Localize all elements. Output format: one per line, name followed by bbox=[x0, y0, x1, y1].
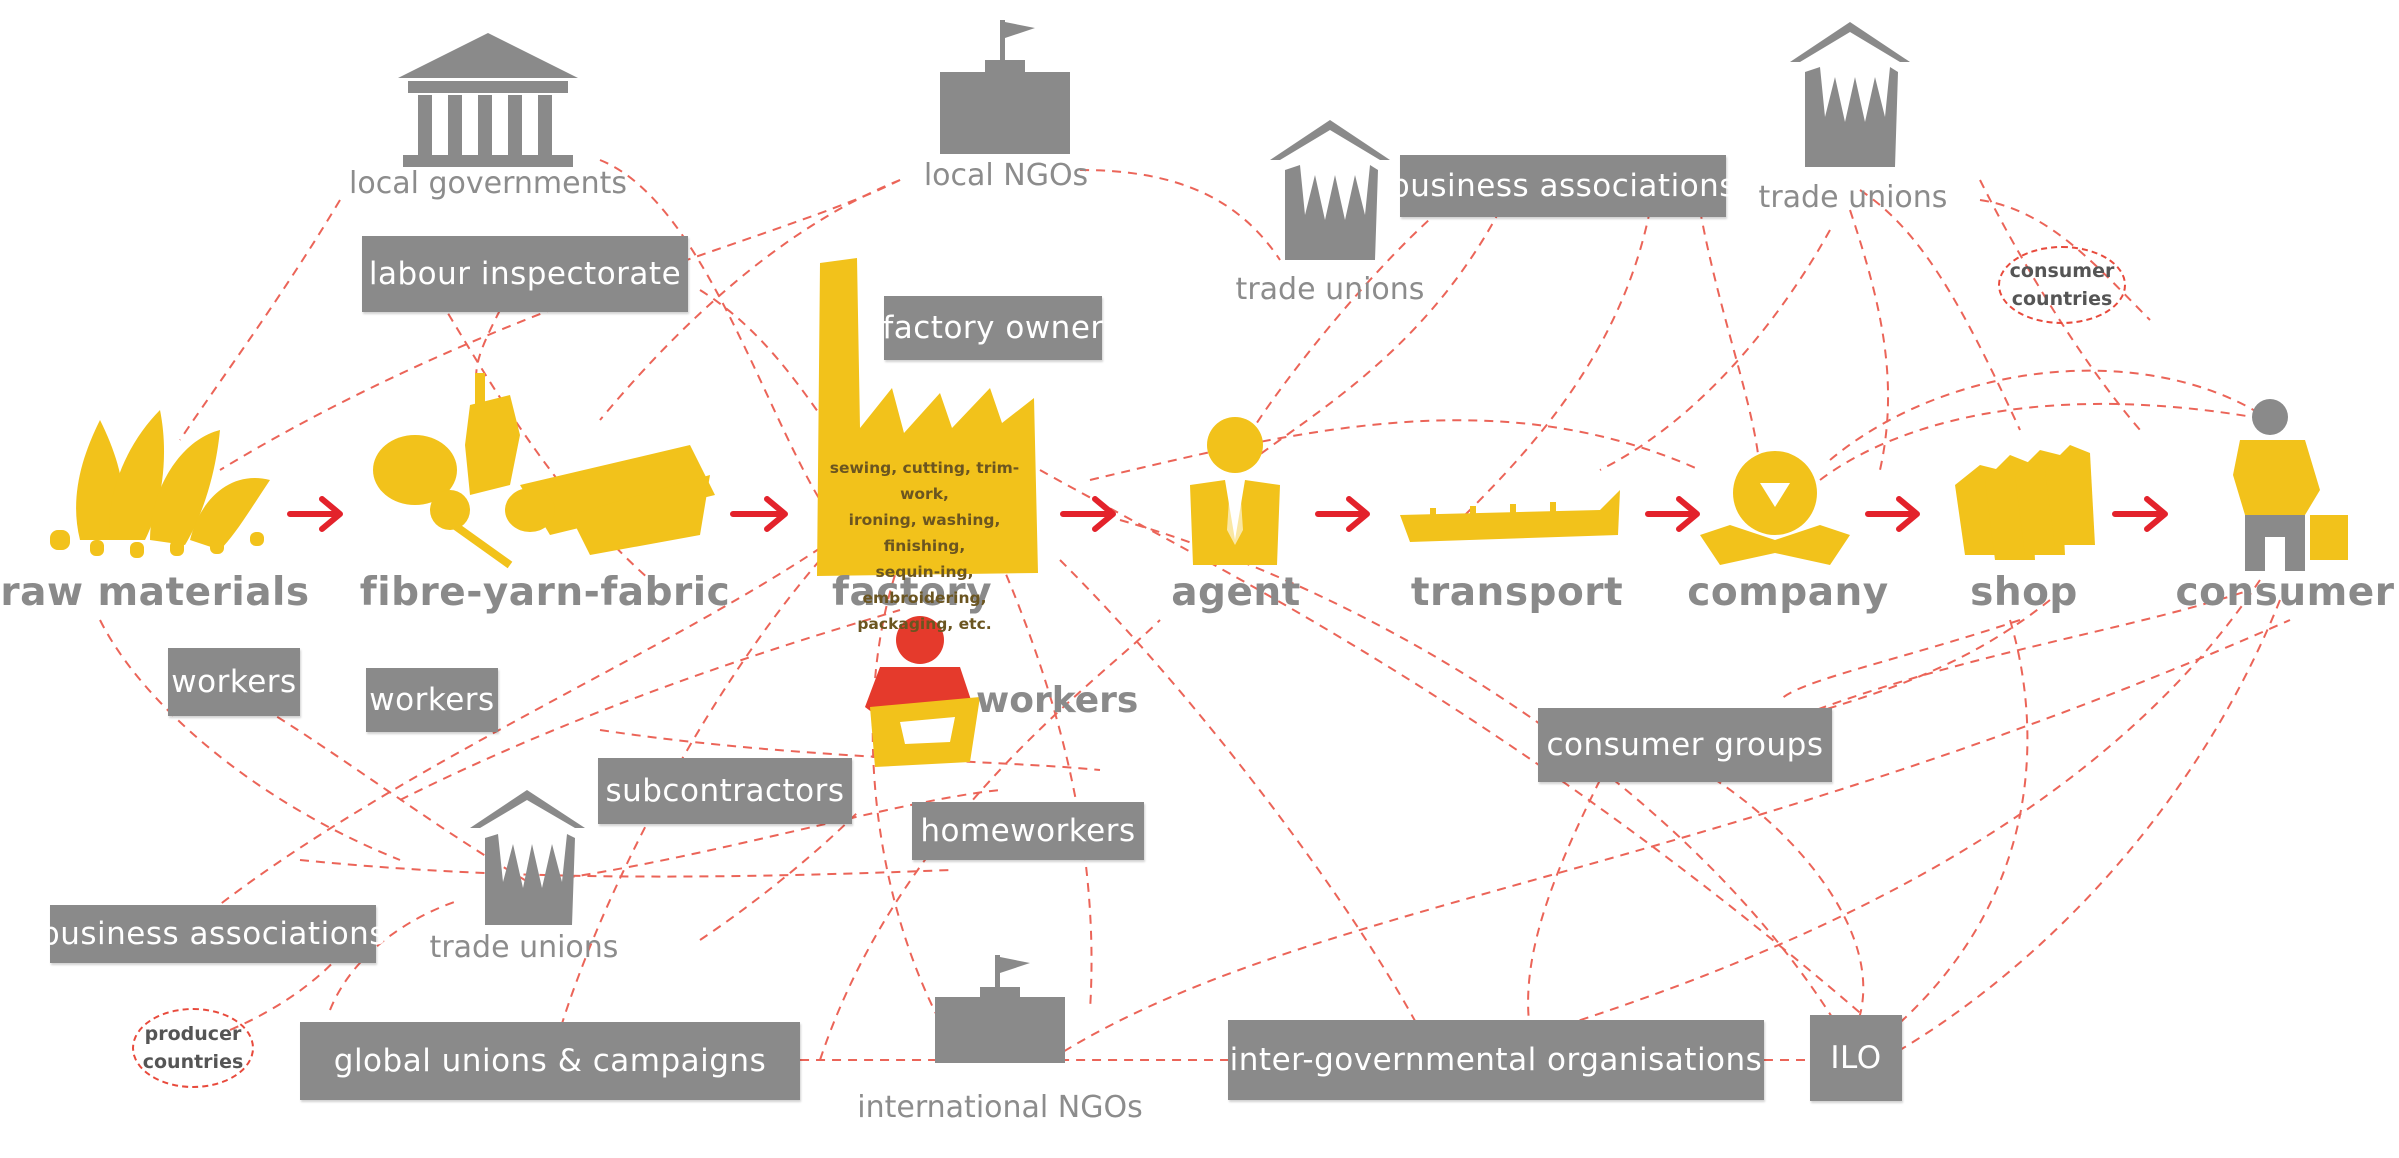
stage-label-consumer: consumer bbox=[2175, 570, 2395, 615]
shopper-icon bbox=[2233, 399, 2348, 571]
ellipse-consumer-countries: consumer countries bbox=[1998, 246, 2126, 324]
factory-task-line: sewing, cutting, trim-work, bbox=[829, 459, 1020, 503]
label-trade-unions-bottom: trade unions bbox=[429, 930, 619, 965]
box-factory-owner: factory owner bbox=[882, 296, 1103, 360]
box-global-unions-campaigns: global unions & campaigns bbox=[300, 1022, 800, 1100]
ellipse-line: consumer bbox=[2009, 259, 2115, 282]
arrow-5 bbox=[1645, 496, 1700, 532]
clothes-hangers-icon bbox=[1955, 445, 2095, 560]
arrow-6 bbox=[1865, 496, 1920, 532]
stage-label-transport: transport bbox=[1410, 570, 1624, 615]
agent-person-icon bbox=[1190, 417, 1280, 565]
stage-label-raw-materials: raw materials bbox=[0, 570, 310, 615]
arrow-3 bbox=[1060, 496, 1116, 532]
yarn-spool-icon bbox=[373, 373, 715, 569]
box-workers-raw: workers bbox=[168, 648, 300, 716]
trade-union-hands-icon bbox=[1270, 120, 1390, 260]
stage-label-fibre-yarn-fabric: fibre-yarn-fabric bbox=[359, 570, 731, 615]
company-emblem-icon bbox=[1700, 451, 1850, 565]
stage-label-agent: agent bbox=[1171, 570, 1301, 615]
factory-worker-icon bbox=[865, 616, 980, 767]
factory-task-line: sequin-ing, embroidering, bbox=[862, 563, 987, 607]
arrow-1 bbox=[287, 496, 343, 532]
arrow-7 bbox=[2112, 496, 2168, 532]
label-trade-unions-right: trade unions bbox=[1758, 180, 1948, 215]
box-business-associations-top: business associations bbox=[1390, 155, 1735, 217]
ellipse-line: countries bbox=[2011, 288, 2113, 310]
label-local-governments: local governments bbox=[349, 166, 627, 201]
stage-label-company: company bbox=[1687, 570, 1889, 615]
factory-task-line: ironing, washing, finishing, bbox=[848, 511, 1001, 555]
box-business-associations-bottom: business associations bbox=[40, 905, 385, 963]
box-consumer-groups: consumer groups bbox=[1538, 708, 1832, 782]
factory-tasks: sewing, cutting, trim-work, ironing, was… bbox=[817, 455, 1032, 637]
box-subcontractors: subcontractors bbox=[598, 758, 852, 824]
arrow-4 bbox=[1315, 496, 1370, 532]
label-trade-unions-mid: trade unions bbox=[1235, 272, 1425, 307]
ellipse-line: producer bbox=[144, 1022, 242, 1045]
cotton-plant-icon bbox=[50, 410, 270, 558]
stage-label-factory: factory bbox=[832, 570, 992, 615]
box-homeworkers: homeworkers bbox=[912, 802, 1144, 860]
box-inter-governmental-organisations: inter-governmental organisations bbox=[1228, 1020, 1764, 1100]
trade-union-hands-icon-right bbox=[1790, 22, 1910, 167]
factory-workers-label: workers bbox=[976, 680, 1139, 721]
box-ilo: ILO bbox=[1810, 1015, 1902, 1101]
ellipse-producer-countries: producer countries bbox=[132, 1008, 254, 1088]
intl-ngo-building-flag-icon bbox=[935, 955, 1065, 1063]
box-labour-inspectorate: labour inspectorate bbox=[362, 236, 688, 312]
box-workers-fibre: workers bbox=[366, 668, 498, 732]
arrow-2 bbox=[730, 496, 788, 532]
factory-icon bbox=[817, 258, 1038, 576]
ngo-building-flag-icon bbox=[940, 20, 1070, 154]
stage-label-shop: shop bbox=[1970, 570, 2078, 615]
label-local-ngos: local NGOs bbox=[923, 158, 1089, 193]
label-international-ngos: international NGOs bbox=[857, 1090, 1143, 1125]
cargo-ship-icon bbox=[1400, 490, 1620, 542]
ellipse-line: countries bbox=[142, 1051, 244, 1073]
trade-union-hands-icon-bottom bbox=[470, 790, 585, 925]
government-building-icon bbox=[398, 33, 578, 167]
factory-task-line: packaging, etc. bbox=[857, 615, 992, 633]
